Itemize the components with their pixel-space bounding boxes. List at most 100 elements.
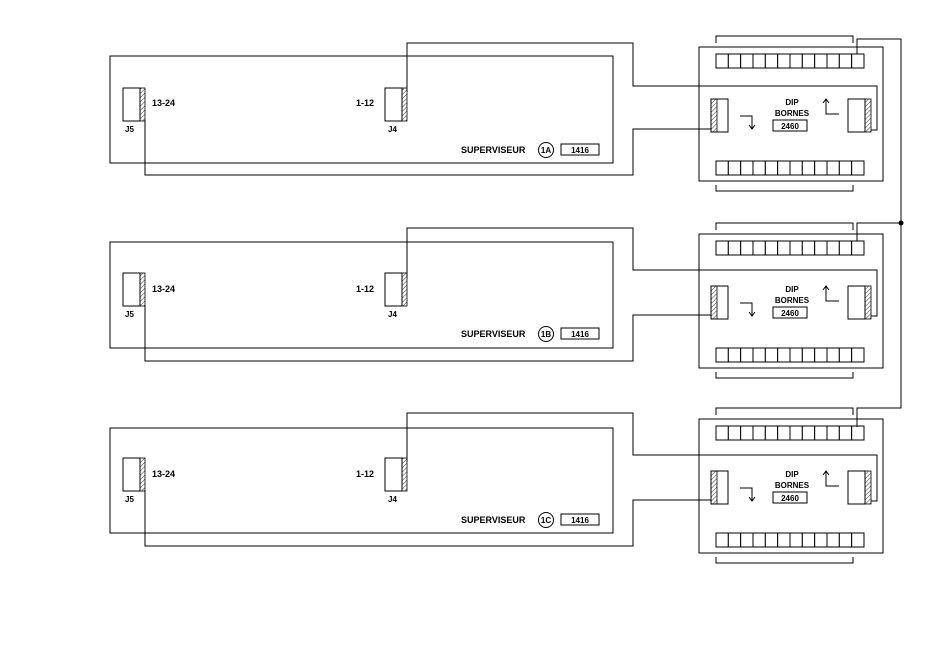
terminal-board-3: DIP BORNES 2460 bbox=[699, 408, 883, 563]
terminal-cell bbox=[852, 533, 864, 547]
terminal-cell bbox=[827, 426, 839, 440]
connector-j5-hatch bbox=[140, 273, 145, 306]
connector-j4-label: J4 bbox=[388, 495, 397, 504]
terminal-cell bbox=[716, 348, 728, 362]
connector-j4-range: 1-12 bbox=[356, 98, 374, 108]
supervisor-badge: 1A bbox=[541, 146, 551, 155]
terminal-cell bbox=[765, 54, 777, 68]
part-number: 1416 bbox=[571, 330, 589, 339]
terminal-strip-top bbox=[716, 54, 864, 68]
terminal-cell bbox=[741, 533, 753, 547]
terminal-cell bbox=[839, 54, 851, 68]
terminal-cell bbox=[753, 241, 765, 255]
terminal-cell bbox=[765, 426, 777, 440]
terminal-cell bbox=[728, 161, 740, 175]
terminal-cell bbox=[765, 241, 777, 255]
dip-connector-right-hatch bbox=[865, 99, 871, 132]
terminal-bracket-top bbox=[716, 408, 853, 415]
connector-j5-hatch bbox=[140, 458, 145, 491]
supervisor-badge: 1B bbox=[541, 330, 551, 339]
terminal-cell bbox=[716, 241, 728, 255]
supervisor-board-1c: 13-24 J5 1-12 J4 SUPERVISEUR 1C 1416 bbox=[110, 428, 613, 533]
dip-connector-right bbox=[848, 286, 865, 319]
connector-j4 bbox=[385, 88, 402, 121]
terminal-strip-bottom bbox=[716, 533, 864, 547]
terminal-strip-top bbox=[716, 426, 864, 440]
terminal-cell bbox=[839, 533, 851, 547]
terminal-cell bbox=[778, 533, 790, 547]
connector-j5 bbox=[123, 273, 140, 306]
terminal-cell bbox=[815, 348, 827, 362]
terminal-cell bbox=[753, 533, 765, 547]
connector-j5 bbox=[123, 88, 140, 121]
dip-label: DIP bbox=[785, 98, 799, 107]
supervisor-board-1a: 13-24 J5 1-12 J4 SUPERVISEUR 1A 1416 bbox=[110, 56, 613, 163]
bornes-label: BORNES bbox=[775, 109, 810, 118]
terminal-cell bbox=[716, 533, 728, 547]
dip-connector-right bbox=[848, 471, 865, 504]
dip-connector-right bbox=[848, 99, 865, 132]
dip-label: DIP bbox=[785, 470, 799, 479]
terminal-cell bbox=[815, 161, 827, 175]
connector-j4-label: J4 bbox=[388, 310, 397, 319]
supervisor-board-1b: 13-24 J5 1-12 J4 SUPERVISEUR 1B 1416 bbox=[110, 242, 613, 348]
terminal-cell bbox=[827, 241, 839, 255]
connector-j5-label: J5 bbox=[125, 125, 134, 134]
terminal-bracket-top bbox=[716, 36, 853, 43]
junction-dot bbox=[899, 221, 904, 226]
connector-j4 bbox=[385, 273, 402, 306]
terminal-cell bbox=[827, 348, 839, 362]
terminal-cell bbox=[753, 348, 765, 362]
connector-j5-range: 13-24 bbox=[152, 284, 175, 294]
supervisor-title: SUPERVISEUR bbox=[461, 145, 526, 155]
terminal-board-1: DIP BORNES 2460 bbox=[699, 36, 883, 191]
connector-j4-range: 1-12 bbox=[356, 469, 374, 479]
bornes-label: BORNES bbox=[775, 481, 810, 490]
terminal-cell bbox=[765, 161, 777, 175]
terminal-part-number: 2460 bbox=[781, 122, 799, 131]
supervisor-board-outline bbox=[110, 242, 613, 348]
terminal-strip-bottom bbox=[716, 348, 864, 362]
terminal-cell bbox=[765, 533, 777, 547]
terminal-cell bbox=[790, 161, 802, 175]
terminal-bracket-bottom bbox=[716, 185, 853, 191]
terminal-cell bbox=[852, 54, 864, 68]
terminal-cell bbox=[802, 348, 814, 362]
terminal-cell bbox=[778, 426, 790, 440]
supervisor-badge: 1C bbox=[541, 516, 551, 525]
terminal-cell bbox=[802, 54, 814, 68]
terminal-strip-top bbox=[716, 241, 864, 255]
connector-j5-range: 13-24 bbox=[152, 98, 175, 108]
connector-j5-label: J5 bbox=[125, 310, 134, 319]
terminal-cell bbox=[802, 426, 814, 440]
terminal-cell bbox=[852, 161, 864, 175]
dip-connector-left-hatch bbox=[711, 99, 717, 132]
dip-connector-left-hatch bbox=[711, 471, 717, 504]
dip-label: DIP bbox=[785, 285, 799, 294]
terminal-cell bbox=[741, 161, 753, 175]
connector-j4-hatch bbox=[402, 88, 407, 121]
terminal-cell bbox=[815, 426, 827, 440]
terminal-cell bbox=[716, 161, 728, 175]
terminal-cell bbox=[753, 161, 765, 175]
bornes-label: BORNES bbox=[775, 296, 810, 305]
terminal-cell bbox=[753, 426, 765, 440]
supervisor-board-outline bbox=[110, 428, 613, 533]
connector-j5-label: J5 bbox=[125, 495, 134, 504]
connector-j4-hatch bbox=[402, 458, 407, 491]
terminal-cell bbox=[827, 54, 839, 68]
terminal-board-2: DIP BORNES 2460 bbox=[699, 223, 883, 378]
terminal-cell bbox=[790, 241, 802, 255]
terminal-cell bbox=[778, 348, 790, 362]
terminal-cell bbox=[741, 54, 753, 68]
terminal-cell bbox=[790, 426, 802, 440]
terminal-cell bbox=[728, 241, 740, 255]
terminal-cell bbox=[802, 161, 814, 175]
terminal-strip-bottom bbox=[716, 161, 864, 175]
terminal-part-number: 2460 bbox=[781, 494, 799, 503]
terminal-cell bbox=[839, 426, 851, 440]
connector-j4-range: 1-12 bbox=[356, 284, 374, 294]
dip-connector-left-hatch bbox=[711, 286, 717, 319]
terminal-bracket-bottom bbox=[716, 372, 853, 378]
